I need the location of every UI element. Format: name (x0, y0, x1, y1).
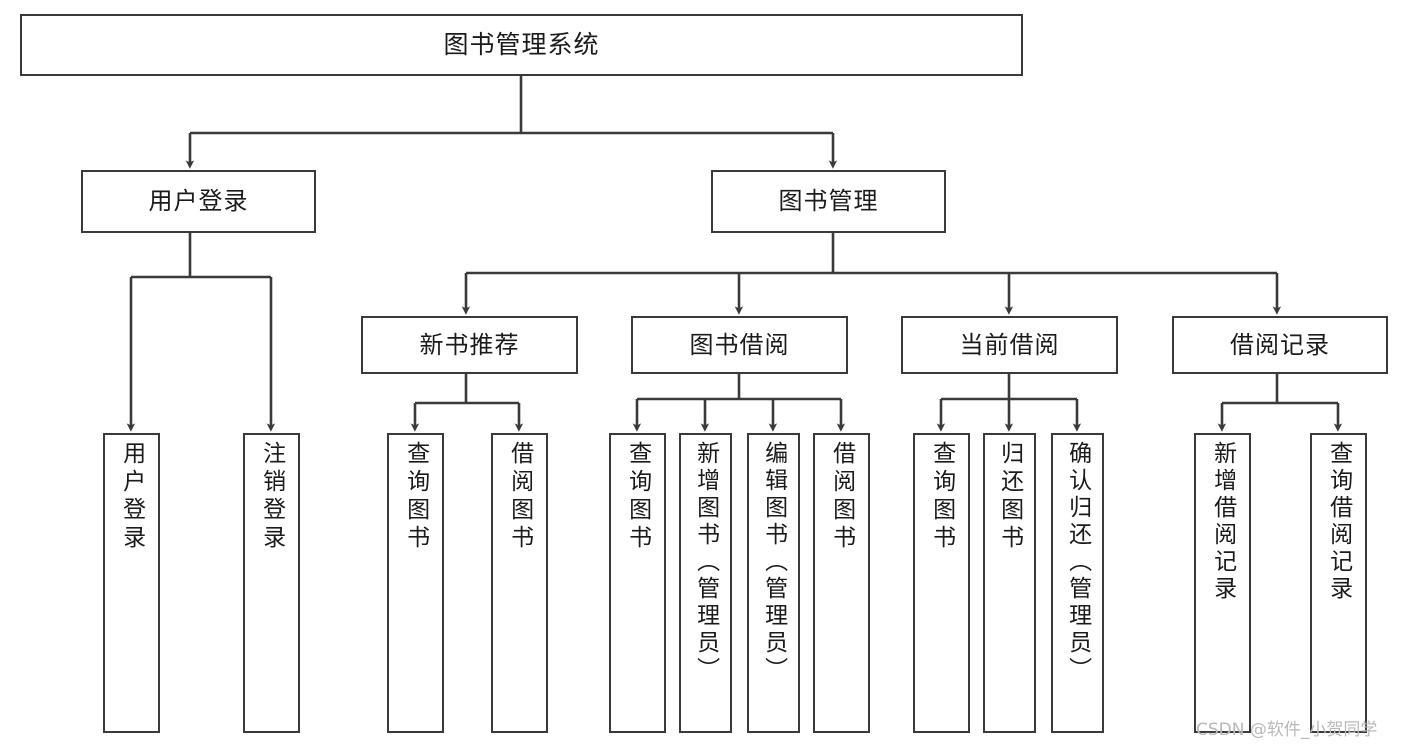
node-leaf-query-book-1-label: 查询图书 (402, 441, 429, 553)
node-book-management[interactable]: 图书管理 (711, 170, 946, 233)
node-root[interactable]: 图书管理系统 (20, 14, 1023, 76)
node-book-borrow[interactable]: 图书借阅 (631, 316, 848, 374)
node-leaf-confirm-return-label: 确认归还（管理员） (1064, 441, 1091, 684)
node-borrow-record[interactable]: 借阅记录 (1172, 316, 1388, 374)
node-current-borrow-label: 当前借阅 (959, 330, 1060, 359)
node-user-login[interactable]: 用户登录 (81, 170, 316, 233)
node-book-management-label: 图书管理 (778, 187, 879, 216)
node-leaf-query-book-3-label: 查询图书 (928, 441, 955, 553)
node-book-borrow-label: 图书借阅 (689, 330, 790, 359)
node-leaf-query-book-3[interactable]: 查询图书 (913, 433, 970, 733)
node-leaf-borrow-book-2-label: 借阅图书 (828, 441, 855, 553)
node-borrow-record-label: 借阅记录 (1230, 330, 1330, 359)
node-leaf-borrow-book-1[interactable]: 借阅图书 (491, 433, 548, 733)
node-leaf-add-book[interactable]: 新增图书（管理员） (679, 433, 732, 733)
node-leaf-logout[interactable]: 注销登录 (243, 433, 300, 733)
node-leaf-edit-book[interactable]: 编辑图书（管理员） (747, 433, 800, 733)
node-leaf-query-book-1[interactable]: 查询图书 (387, 433, 444, 733)
node-root-label: 图书管理系统 (443, 30, 600, 60)
node-leaf-edit-book-label: 编辑图书（管理员） (760, 441, 787, 684)
node-leaf-query-record[interactable]: 查询借阅记录 (1310, 433, 1367, 733)
node-leaf-add-book-label: 新增图书（管理员） (692, 441, 719, 684)
node-user-login-label: 用户登录 (148, 187, 249, 216)
node-leaf-query-record-label: 查询借阅记录 (1325, 441, 1352, 603)
node-new-book-recommend[interactable]: 新书推荐 (361, 316, 578, 374)
node-leaf-add-record-label: 新增借阅记录 (1209, 441, 1236, 603)
node-leaf-confirm-return[interactable]: 确认归还（管理员） (1051, 433, 1104, 733)
node-leaf-borrow-book-1-label: 借阅图书 (506, 441, 533, 553)
node-leaf-add-record[interactable]: 新增借阅记录 (1194, 433, 1251, 733)
node-leaf-return-book-label: 归还图书 (996, 441, 1023, 553)
node-leaf-user-login[interactable]: 用户登录 (103, 433, 160, 733)
node-leaf-logout-label: 注销登录 (258, 441, 285, 553)
node-leaf-query-book-2-label: 查询图书 (624, 441, 651, 553)
node-leaf-borrow-book-2[interactable]: 借阅图书 (813, 433, 870, 733)
node-leaf-query-book-2[interactable]: 查询图书 (609, 433, 666, 733)
node-new-book-recommend-label: 新书推荐 (419, 330, 520, 359)
node-leaf-return-book[interactable]: 归还图书 (983, 433, 1036, 733)
watermark-text: CSDN @软件_小贺同学 (1196, 720, 1378, 740)
node-current-borrow[interactable]: 当前借阅 (901, 316, 1118, 374)
node-leaf-user-login-label: 用户登录 (118, 441, 145, 553)
